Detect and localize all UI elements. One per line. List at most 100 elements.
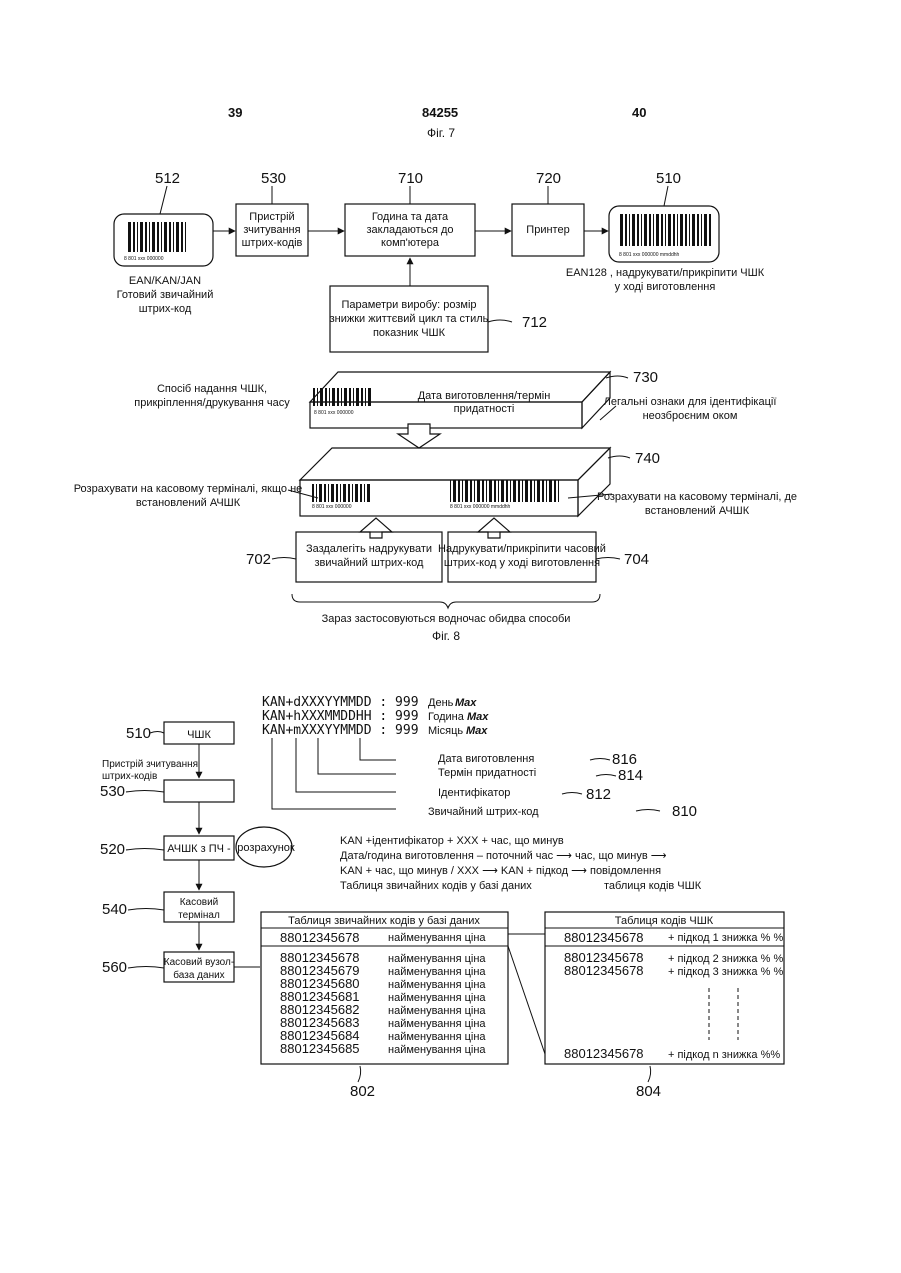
leader-label-810: Звичайний штрих-код (428, 806, 539, 818)
leader-line-814 (318, 738, 396, 774)
leader-812 (562, 793, 582, 795)
label-512-line3: штрих-код (139, 303, 192, 315)
barcode-digits-510: 8 801 xxx 000000 mmddhh (619, 252, 680, 258)
table-804-first-code: 88012345678 (564, 930, 644, 945)
computer-710-line2: закладаються до (367, 224, 454, 236)
printer-720-label: Принтер (526, 224, 569, 236)
pkg730-text-line1: Дата виготовлення/термін (418, 390, 551, 402)
box-540-line2: термінал (178, 910, 220, 921)
table-804-last-code: 88012345678 (564, 1046, 644, 1061)
note-740-left-line2: встановлений АЧШК (136, 497, 241, 509)
ref-560: 560 (102, 959, 127, 976)
table-804-row-code: 88012345678 (564, 963, 644, 978)
page-number-right: 40 (632, 105, 646, 120)
pkg740-digits-right: 8 801 xxx 000000 mmddhh (450, 504, 511, 510)
leader-740 (608, 456, 630, 458)
leader-line-812 (296, 738, 396, 792)
barcode-512 (128, 222, 186, 252)
leader-510-fig9 (150, 732, 164, 734)
barcode-730 (313, 388, 371, 406)
note-line-1: KAN +ідентифікатор + XXX + час, що минув (340, 835, 564, 847)
leader-810 (636, 810, 660, 812)
leader-512 (160, 186, 167, 214)
reader-530-line3: штрих-кодів (242, 237, 303, 249)
table-802-row-text: найменування ціна (388, 1005, 486, 1017)
table-802-row-text: найменування ціна (388, 979, 486, 991)
ref-812: 812 (586, 786, 611, 803)
reader-label-line2: штрих-кодів (102, 771, 157, 782)
label-512-line2: Готовий звичайний (117, 289, 214, 301)
box-702-line1: Заздалегіть надрукувати (306, 543, 432, 555)
table-804-last-text: + підкод n знижка %% (668, 1049, 780, 1061)
brace-702-704 (292, 594, 600, 608)
barcode-740-regular (312, 484, 370, 502)
format-line-3: KAN+mXXXYYMMDD : 999 Місяць Max (262, 723, 488, 738)
table-802-row-text: найменування ціна (388, 992, 486, 1004)
ref-814: 814 (618, 767, 643, 784)
parameters-712-line3: показник ЧШК (373, 327, 446, 339)
ref-512: 512 (155, 170, 180, 187)
leader-label-816: Дата виготовлення (438, 753, 534, 765)
fig8-caption: Фіг. 8 (432, 629, 460, 643)
format-code-3: KAN+mXXXYYMMDD : 999 (262, 723, 419, 738)
leader-label-814: Термін придатності (438, 767, 536, 779)
format-label-1: День (428, 697, 454, 709)
reader-530-line1: Пристрій (249, 211, 294, 223)
computer-710-line3: комп'ютера (381, 237, 440, 249)
computer-710-line1: Година та дата (372, 211, 449, 223)
ref-720: 720 (536, 170, 561, 187)
table-804-header: Таблиця кодів ЧШК (615, 915, 714, 927)
brace-802 (358, 1066, 361, 1082)
format-max-1: Max (455, 697, 477, 709)
table-804-row-text: + підкод 3 знижка % % (668, 966, 783, 978)
pkg730-text-line2: придатності (454, 403, 515, 415)
box-702-line2: звичайний штрих-код (315, 557, 425, 569)
barcode-510 (620, 214, 711, 246)
table-802-header: Таблиця звичайних кодів у базі даних (288, 915, 480, 927)
table-802-row-text: найменування ціна (388, 1031, 486, 1043)
ref-802: 802 (350, 1083, 375, 1100)
patent-number: 84255 (422, 105, 458, 120)
table-802-row-text: найменування ціна (388, 953, 486, 965)
box-540-line1: Касовий (180, 897, 219, 908)
fig8-bottom-note: Зараз застосовуються водночас обидва спо… (322, 613, 571, 625)
ref-740: 740 (635, 450, 660, 467)
ref-702: 702 (246, 551, 271, 568)
note-740-left-line1: Розрахувати на касовому терміналі, якщо … (74, 483, 303, 495)
ref-540: 540 (102, 901, 127, 918)
leader-814 (596, 775, 616, 777)
table-802-first-code: 88012345678 (280, 930, 360, 945)
format-line-2: KAN+hXXXMMDDHH : 999 Година Max (262, 709, 489, 724)
note-line-2: Дата/година виготовлення – поточний час … (340, 850, 667, 862)
leader-line-816 (360, 738, 396, 760)
note-line-4-right: таблиця кодів ЧШК (604, 880, 702, 892)
barcode-740-time (450, 480, 559, 502)
ref-530-fig9: 530 (100, 783, 125, 800)
leader-730-note (600, 406, 616, 420)
box-704-line1: Надрукувати/прикріпити часовий (438, 543, 606, 555)
reader-530-line2: зчитування (243, 224, 300, 236)
brace-804 (648, 1066, 651, 1082)
leader-510 (664, 186, 668, 206)
format-label-3: Місяць (428, 725, 463, 737)
leader-712 (488, 320, 512, 322)
ref-712: 712 (522, 314, 547, 331)
leader-730 (606, 376, 628, 378)
table-802-rows: 88012345678найменування ціна88012345679н… (280, 950, 486, 1056)
box-530-reader (164, 780, 234, 802)
fig7-caption: Фіг. 7 (427, 126, 455, 140)
ref-510-fig9: 510 (126, 725, 151, 742)
leader-label-812: Ідентифікатор (438, 787, 510, 799)
note-740-right-line1: Розрахувати на касовому терміналі, де (597, 491, 797, 503)
format-line-1: KAN+dXXXYYMMDD : 999 День Max (262, 695, 477, 710)
table-804-rows: 88012345678+ підкод 2 знижка % %88012345… (564, 950, 783, 978)
ref-730: 730 (633, 369, 658, 386)
up-arrow-702 (360, 518, 392, 538)
format-label-2: Година (428, 711, 465, 723)
format-max-3: Max (466, 725, 488, 737)
note-730-right-line2: неозброєним оком (643, 410, 738, 422)
pkg730-digits: 8 801 xxx 000000 (314, 410, 354, 416)
table-802-first-text: найменування ціна (388, 932, 486, 944)
